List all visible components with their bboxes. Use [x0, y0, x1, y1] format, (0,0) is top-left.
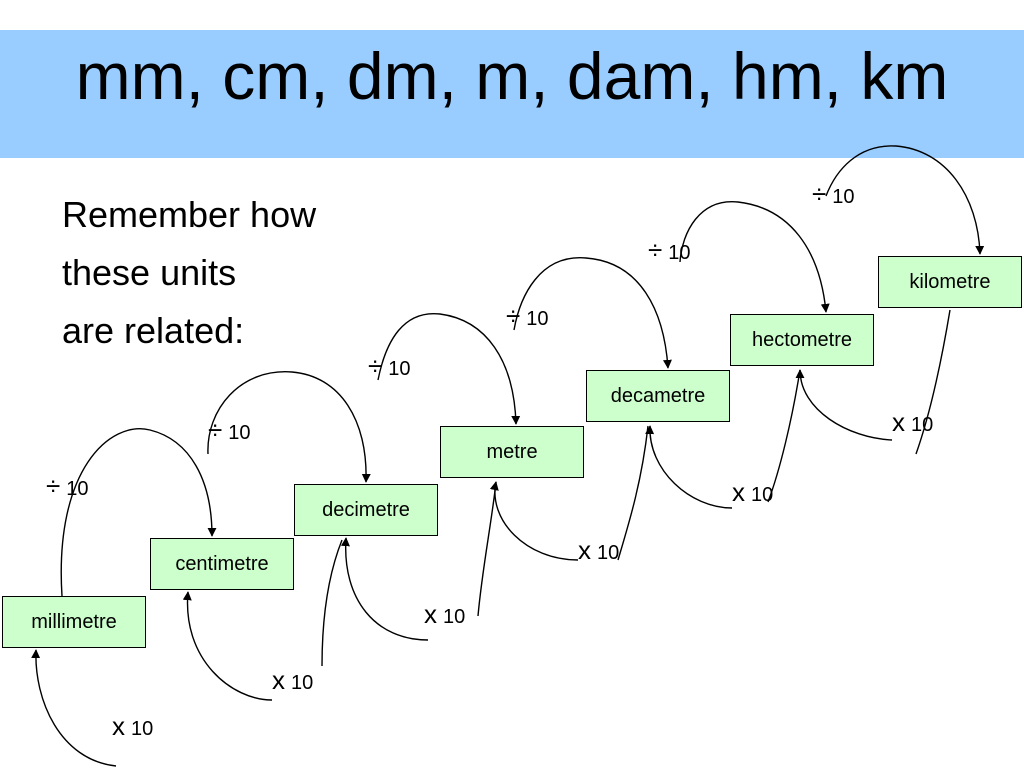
- multiply-label: x 10: [272, 665, 314, 695]
- multiply-value: 10: [291, 672, 314, 694]
- unit-box-hectometre: hectometre: [730, 314, 874, 366]
- multiply-label: x 10: [112, 711, 154, 741]
- multiply-label: x 10: [892, 407, 934, 437]
- divide-symbol: ÷: [648, 235, 663, 265]
- unit-label: decimetre: [322, 498, 410, 521]
- divide-label: ÷10: [368, 351, 411, 381]
- unit-label: hectometre: [751, 328, 853, 351]
- unit-label: metre: [486, 440, 538, 463]
- title-bar: [0, 30, 1024, 158]
- multiply-value: 10: [131, 718, 154, 740]
- multiply-arrow: [645, 425, 733, 509]
- divide-value: 10: [832, 186, 855, 208]
- unit-label: millimetre: [31, 610, 117, 633]
- divide-label: ÷10: [208, 415, 251, 445]
- unit-box-metre: metre: [440, 426, 584, 478]
- multiply-arrow: [617, 425, 649, 561]
- intro-line: Remember how: [62, 194, 317, 235]
- multiply-arrow: [321, 539, 343, 667]
- unit-label: kilometre: [909, 270, 991, 293]
- unit-box-kilometre: kilometre: [878, 256, 1022, 308]
- unit-label: decametre: [610, 384, 706, 407]
- divide-label: ÷10: [812, 179, 855, 209]
- multiply-value: 10: [597, 542, 620, 564]
- divide-value: 10: [526, 308, 549, 330]
- divide-symbol: ÷: [506, 301, 521, 331]
- divide-label: ÷10: [46, 471, 89, 501]
- intro-text: Remember how these units are related:: [62, 186, 316, 360]
- multiply-arrow: [795, 369, 893, 441]
- multiply-value: 10: [443, 606, 466, 628]
- divide-label: ÷10: [506, 301, 549, 331]
- divide-symbol: ÷: [368, 351, 383, 381]
- multiply-arrow: [477, 481, 497, 617]
- multiply-label: x 10: [732, 477, 774, 507]
- multiply-symbol: x: [732, 477, 745, 507]
- intro-line: these units: [62, 252, 237, 293]
- divide-arrow: [679, 201, 830, 313]
- multiply-label: x 10: [424, 599, 466, 629]
- unit-box-centimetre: centimetre: [150, 538, 294, 590]
- divide-label: ÷10: [648, 235, 691, 265]
- multiply-arrow: [489, 481, 579, 561]
- divide-value: 10: [228, 422, 251, 444]
- multiply-arrow: [182, 591, 273, 701]
- multiply-symbol: x: [424, 599, 437, 629]
- multiply-symbol: x: [112, 711, 125, 741]
- multiply-symbol: x: [272, 665, 285, 695]
- divide-arrow: [377, 313, 521, 425]
- intro-line: are related:: [62, 310, 245, 351]
- divide-arrow: [60, 428, 217, 597]
- unit-box-decimetre: decimetre: [294, 484, 438, 536]
- multiply-arrow: [31, 649, 117, 767]
- multiply-value: 10: [911, 414, 934, 436]
- divide-arrow: [825, 145, 985, 255]
- multiply-arrow: [767, 369, 801, 503]
- divide-symbol: ÷: [46, 471, 61, 501]
- multiply-label: x 10: [578, 535, 620, 565]
- unit-box-millimetre: millimetre: [2, 596, 146, 648]
- multiply-arrow: [340, 537, 429, 641]
- divide-symbol: ÷: [812, 179, 827, 209]
- multiply-arrow: [915, 309, 951, 455]
- multiply-value: 10: [751, 484, 774, 506]
- unit-label: centimetre: [175, 552, 269, 575]
- multiply-symbol: x: [892, 407, 905, 437]
- divide-value: 10: [66, 478, 89, 500]
- divide-value: 10: [668, 242, 691, 264]
- divide-arrow: [513, 257, 672, 369]
- multiply-symbol: x: [578, 535, 591, 565]
- divide-value: 10: [388, 358, 411, 380]
- divide-symbol: ÷: [208, 415, 223, 445]
- page-title: mm, cm, dm, m, dam, hm, km: [75, 39, 949, 113]
- unit-box-decametre: decametre: [586, 370, 730, 422]
- divide-arrow: [207, 371, 371, 483]
